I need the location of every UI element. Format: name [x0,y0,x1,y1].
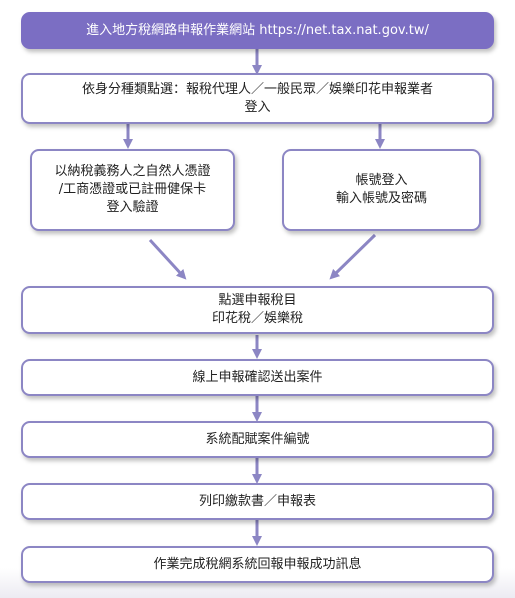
step-print-forms: 列印繳款書／申報表 [21,483,494,520]
step-select-identity-line1: 依身分種類點選：報稅代理人／一般民眾／娛樂印花申報業者 [81,81,433,97]
step-select-tax-item: 點選申報稅目 印花稅／娛樂稅 [21,286,494,334]
step-account-login-line2: 輸入帳號及密碼 [335,191,427,206]
step-enter-website-text: 進入地方稅網路申報作業網站 https://net.tax.nat.gov.tw… [86,22,429,38]
step-certificate-login: 以納稅義務人之自然人憑證 /工商憑證或已註冊健保卡 登入驗證 [30,149,235,231]
step-certificate-login-line2: /工商憑證或已註冊健保卡 [58,182,207,197]
step-account-login-line1: 帳號登入 [355,173,408,188]
step-complete: 作業完成稅網系統回報申報成功訊息 [21,546,494,583]
step-complete-text: 作業完成稅網系統回報申報成功訊息 [153,556,362,572]
step-select-identity: 依身分種類點選：報稅代理人／一般民眾／娛樂印花申報業者 登入 [21,73,494,124]
step-print-forms-text: 列印繳款書／申報表 [198,493,316,509]
step-select-tax-item-line1: 點選申報稅目 [218,293,297,308]
step-select-identity-line2: 登入 [244,99,271,115]
arrow-3b-4 [329,233,377,280]
step-enter-website: 進入地方稅網路申報作業網站 https://net.tax.nat.gov.tw… [21,12,494,49]
step-account-login: 帳號登入 輸入帳號及密碼 [282,149,481,231]
step-assign-case-number-text: 系統配賦案件編號 [205,431,310,447]
arrow-3a-4 [148,238,187,280]
step-certificate-login-line1: 以納稅義務人之自然人憑證 [54,164,211,179]
step-certificate-login-line3: 登入驗證 [106,200,159,215]
step-submit-online: 線上申報確認送出案件 [21,359,494,396]
step-select-tax-item-line2: 印花稅／娛樂稅 [211,311,303,326]
step-submit-online-text: 線上申報確認送出案件 [192,369,323,385]
step-assign-case-number: 系統配賦案件編號 [21,421,494,458]
